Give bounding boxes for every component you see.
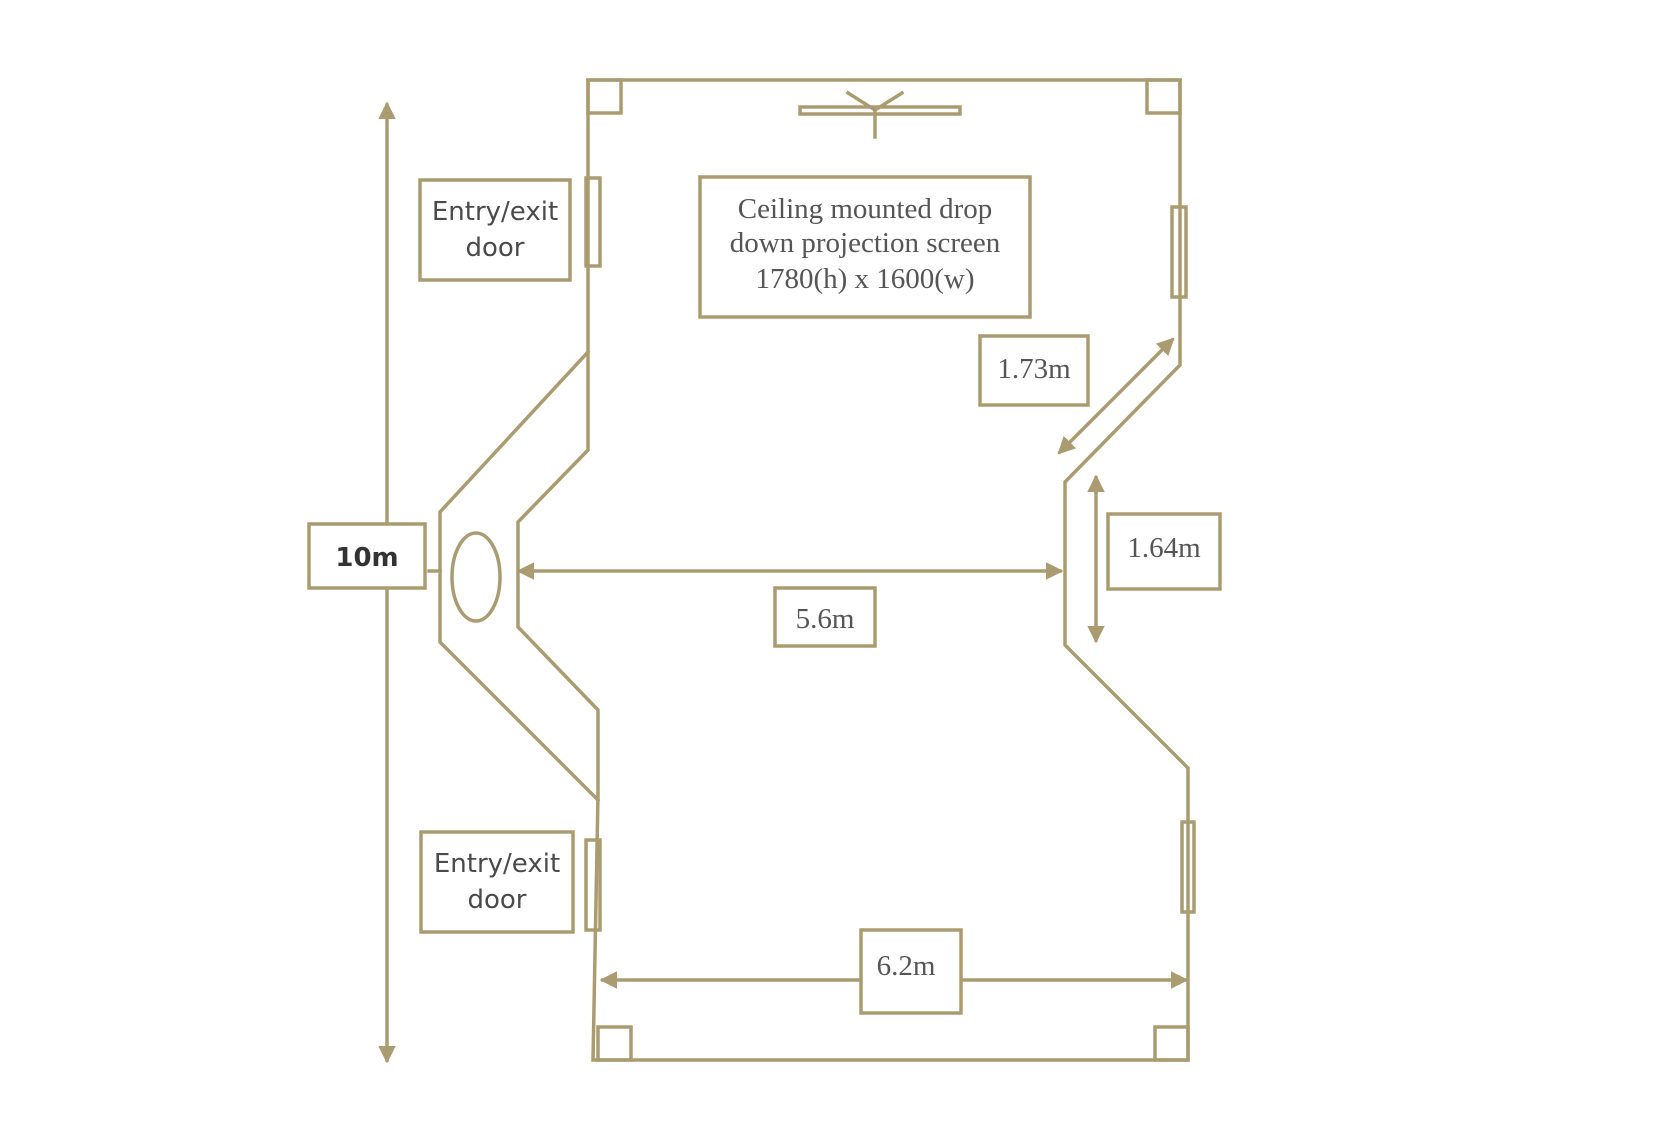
diagonal-value: 1.73m <box>997 353 1071 385</box>
ceiling-projector-icon <box>798 90 962 139</box>
length-label: 10m <box>307 522 427 590</box>
entry-door-top-line1: Entry/exit <box>432 197 558 227</box>
bottom-width-label: 6.2m <box>859 928 963 1015</box>
middle-width-value: 5.6m <box>796 603 855 635</box>
length-value: 10m <box>335 543 398 573</box>
diagonal-arrow <box>1057 337 1175 455</box>
entry-door-bottom-label: Entry/exit door <box>419 830 575 934</box>
entry-door-bottom-line2: door <box>467 885 526 915</box>
middle-width-label: 5.6m <box>773 586 877 648</box>
diagonal-label: 1.73m <box>978 334 1090 407</box>
entry-door-bottom-line1: Entry/exit <box>434 849 560 879</box>
screen-line3: 1780(h) x 1600(w) <box>755 263 974 295</box>
door-panels <box>584 176 1196 932</box>
projection-screen-label: Ceiling mounted drop down projection scr… <box>698 175 1032 319</box>
entry-door-top-line2: door <box>465 233 524 263</box>
corner-markers <box>586 78 1190 1062</box>
screen-line1: Ceiling mounted drop <box>738 193 993 225</box>
recess-value: 1.64m <box>1127 532 1201 564</box>
recess-label: 1.64m <box>1106 512 1222 591</box>
screen-line2: down projection screen <box>730 227 1001 259</box>
ceiling-column-ellipse-icon <box>450 531 502 623</box>
entry-door-top-label: Entry/exit door <box>418 178 572 282</box>
bottom-width-value: 6.2m <box>877 950 936 982</box>
